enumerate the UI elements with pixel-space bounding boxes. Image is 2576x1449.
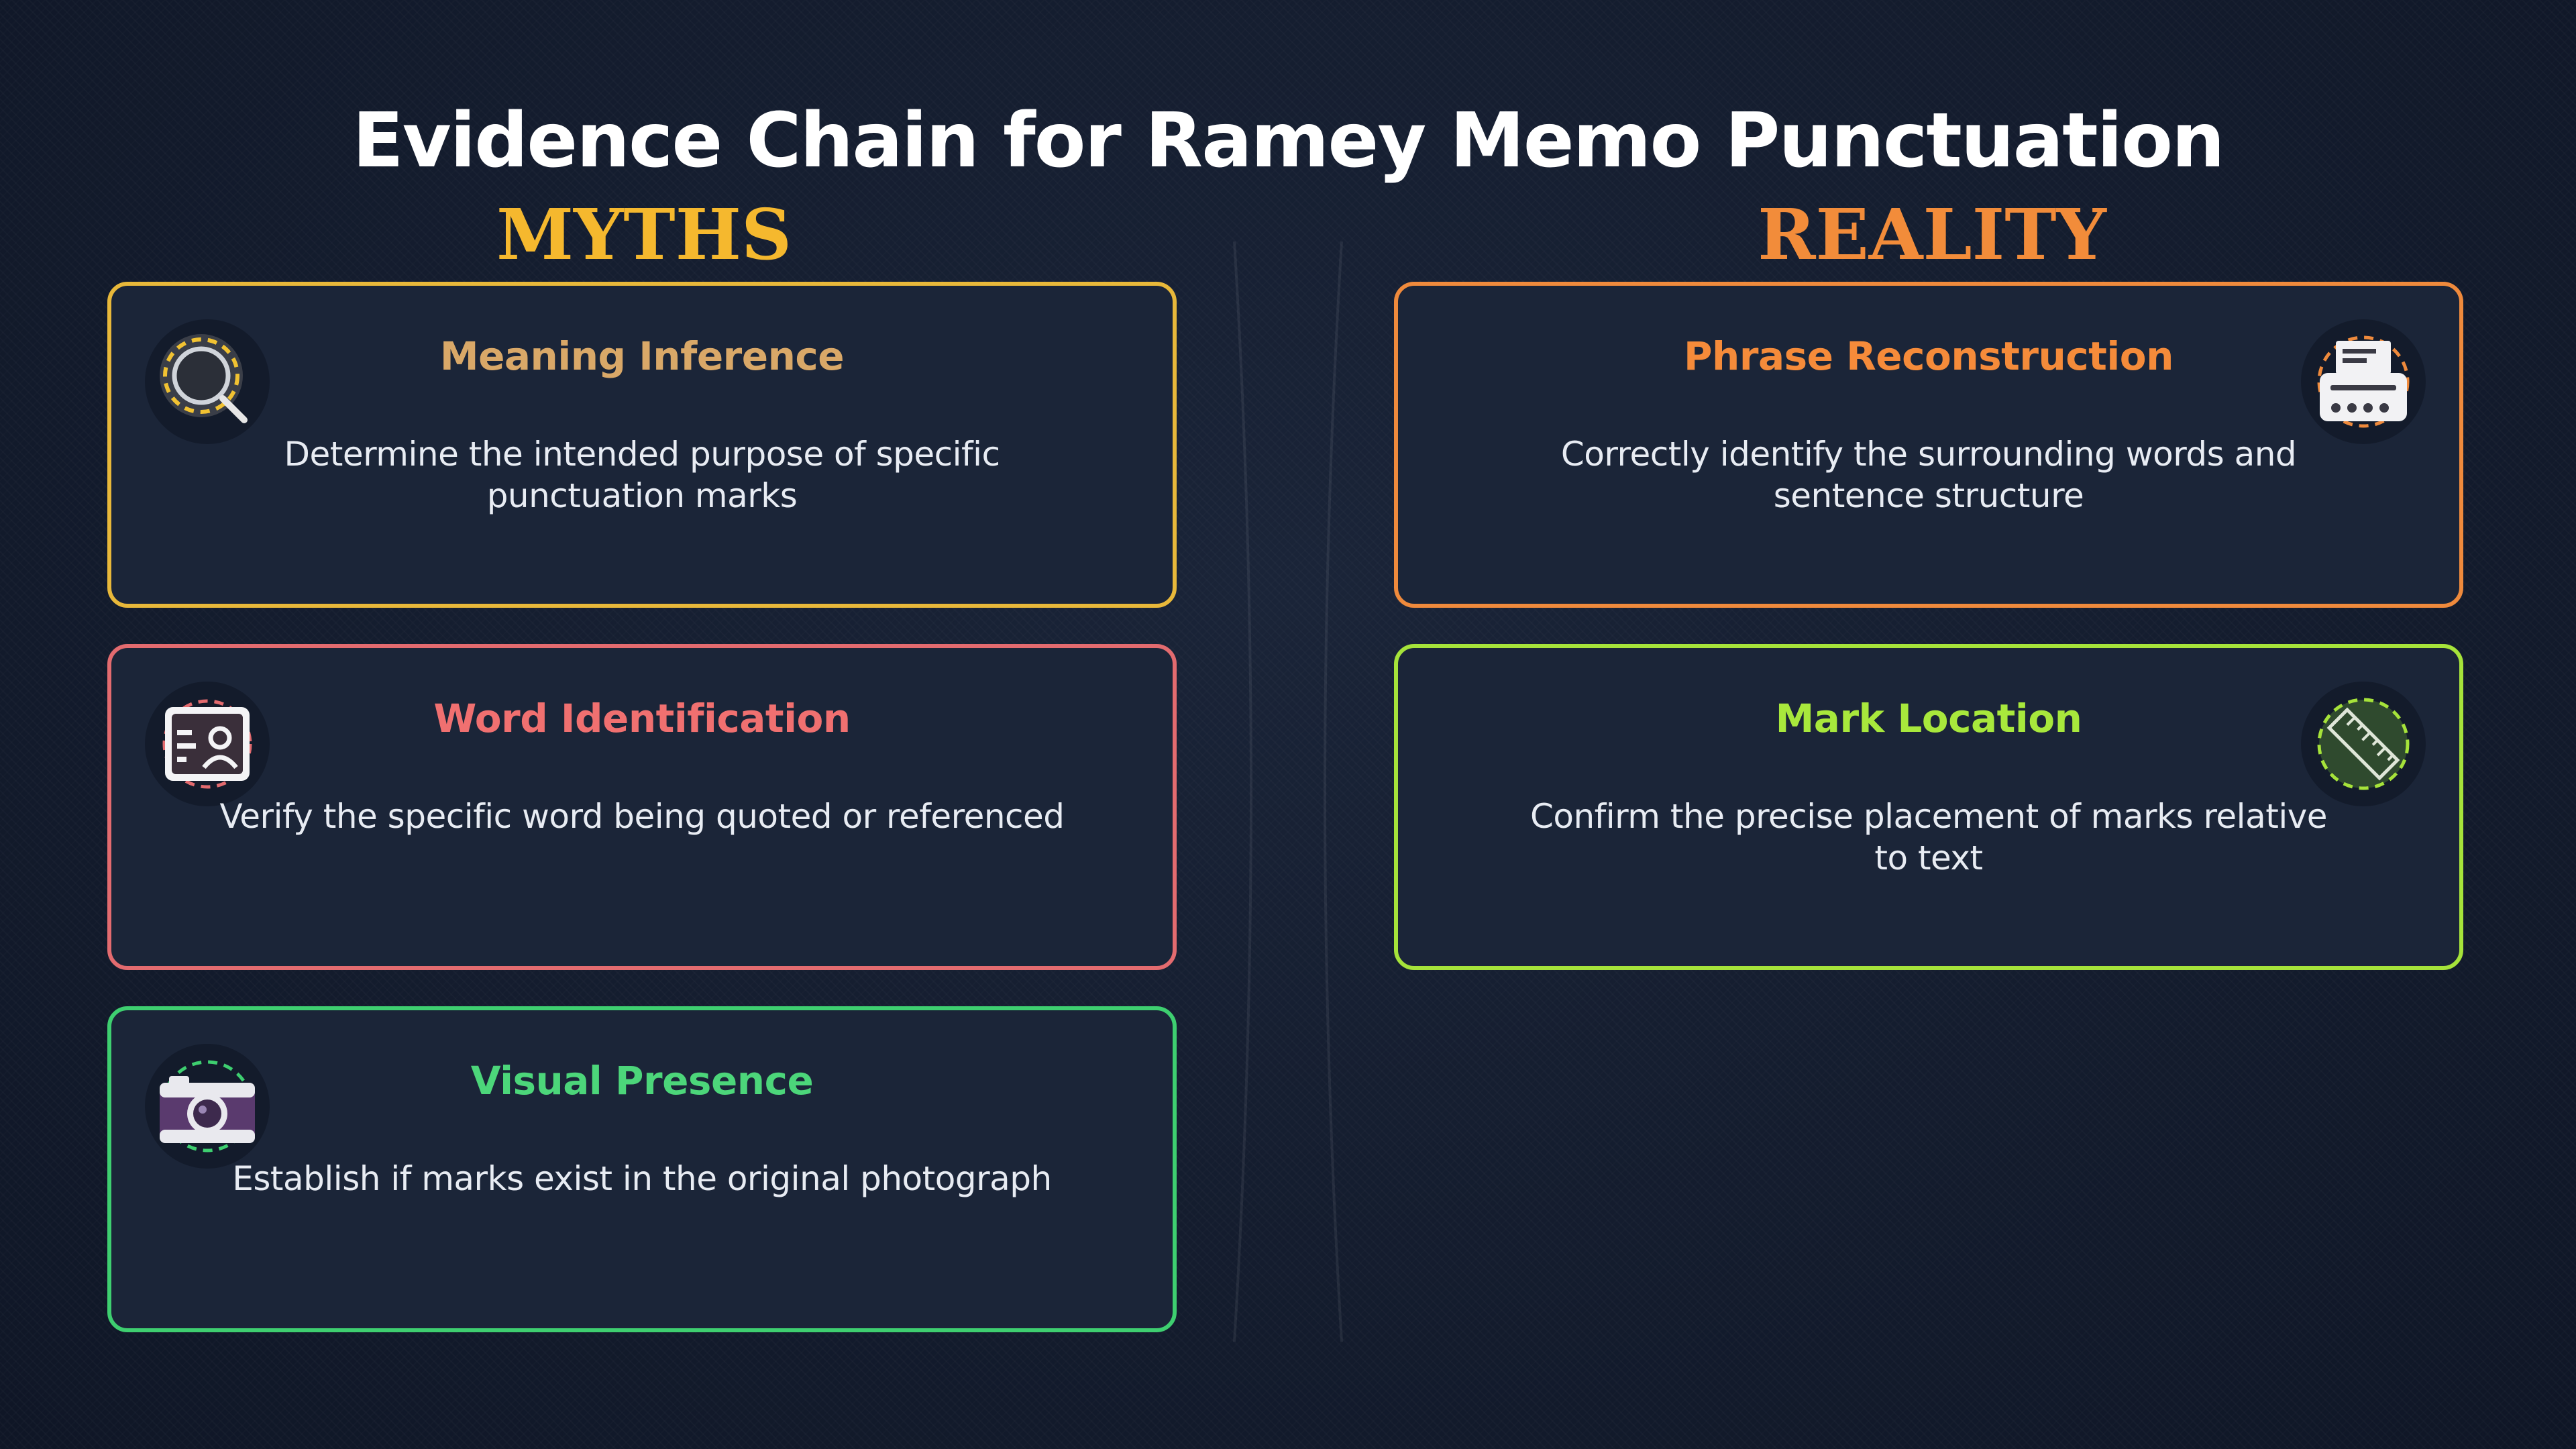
reality-card-phrase-reconstruction: Phrase Reconstruction Correctly identify… [1394, 282, 2463, 608]
camera-icon [145, 1044, 270, 1169]
card-title: Mark Location [1775, 696, 2082, 741]
card-description: Establish if marks exist in the original… [232, 1159, 1052, 1198]
card-title: Visual Presence [470, 1058, 814, 1104]
page-title: Evidence Chain for Ramey Memo Punctuatio… [352, 97, 2225, 184]
myth-card-word-identification: Word Identification Verify the specific … [107, 644, 1177, 970]
card-title: Phrase Reconstruction [1684, 333, 2174, 379]
card-description: Verify the specific word being quoted or… [219, 797, 1065, 836]
myth-card-visual-presence: Visual Presence Establish if marks exist… [107, 1006, 1177, 1332]
reality-heading: REALITY [1758, 193, 2106, 276]
id-card-icon [145, 682, 270, 806]
card-title: Word Identification [433, 696, 851, 741]
myth-card-meaning-inference: Meaning Inference Determine the intended… [107, 282, 1177, 608]
card-description: Confirm the precise placement of marks r… [1529, 797, 2328, 877]
typewriter-icon [2301, 319, 2426, 444]
ruler-icon [2301, 682, 2426, 806]
column-divider [1233, 241, 1343, 1342]
myths-heading: MYTHS [496, 193, 792, 276]
magnifier-icon [145, 319, 270, 444]
reality-card-mark-location: Mark Location Confirm the precise placem… [1394, 644, 2463, 970]
card-description: Correctly identify the surrounding words… [1560, 435, 2297, 515]
card-title: Meaning Inference [439, 333, 845, 379]
card-description: Determine the intended purpose of specif… [284, 435, 1001, 515]
